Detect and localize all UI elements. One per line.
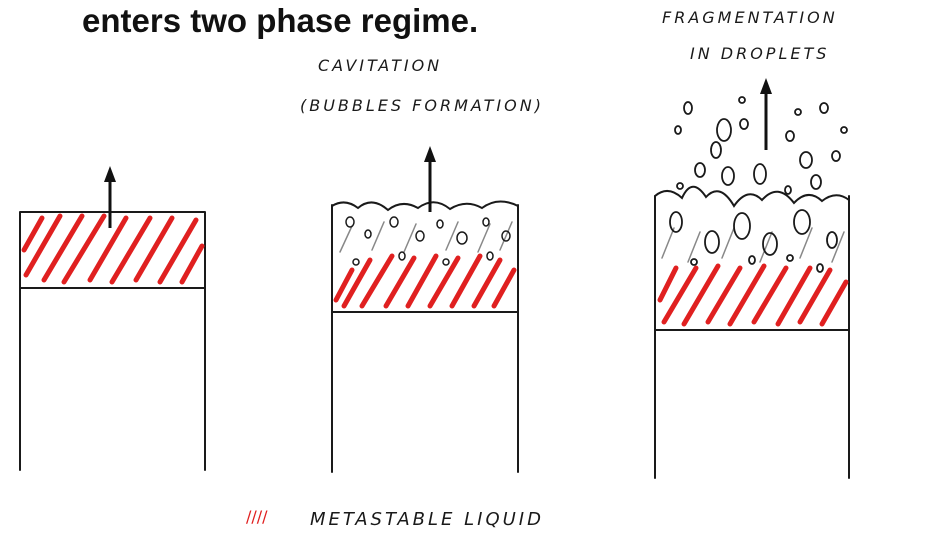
- legend-label: METASTABLE LIQUID: [310, 509, 544, 530]
- stage3-bubbles: [669, 209, 838, 273]
- stage2-metastable-hatch: [333, 253, 517, 309]
- stage3-surface: [654, 185, 850, 208]
- stage2-bubbles: [345, 216, 511, 266]
- droplets-label: IN DROPLETS: [690, 44, 830, 63]
- page-title: enters two phase regime.: [82, 2, 479, 39]
- stage2-arrowhead: [424, 146, 436, 162]
- cavitation-label: CAVITATION: [318, 56, 443, 75]
- stage2-container: [331, 204, 519, 473]
- stage1-container: [19, 211, 206, 471]
- stage3-arrowhead: [760, 78, 772, 94]
- stage3-container: [654, 195, 850, 479]
- bubbles-formation-label: (BUBBLES FORMATION): [300, 96, 544, 115]
- stage3-metastable-hatch: [657, 263, 849, 327]
- stage2-surface: [331, 200, 519, 212]
- fragmentation-label: FRAGMENTATION: [662, 8, 838, 27]
- stage1-arrowhead: [104, 166, 116, 182]
- stage3-droplets: [674, 96, 848, 195]
- stage1-metastable-hatch: [21, 213, 205, 285]
- legend-hatch-symbol: ////: [246, 507, 268, 526]
